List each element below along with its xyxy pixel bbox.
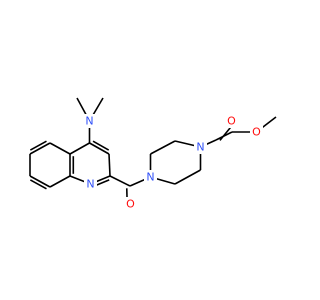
c4a-c5-bond <box>49 142 71 155</box>
atom-o-ketone: O <box>225 114 238 128</box>
c3-c2-bond <box>108 153 111 177</box>
atom-n-dimethylamino: N <box>83 114 96 128</box>
atom-n-piperazine-2: N <box>194 140 207 154</box>
bonds-layer <box>29 97 277 202</box>
c5-c6-bond <box>29 142 51 155</box>
double-c5-c6 <box>29 140 47 151</box>
atom-n-quinoline: N <box>84 177 97 191</box>
c8-c8a-bond <box>49 175 71 188</box>
atom-n-piperazine-1-label: N <box>146 171 154 184</box>
atom-n-dimethylamino-label: N <box>85 115 93 128</box>
atom-n-quinoline-label: N <box>86 178 94 191</box>
atom-o-carbonyl-label: O <box>126 198 135 211</box>
c2-carbonyl-bond <box>109 175 131 187</box>
c7-c8-bond <box>29 175 51 188</box>
molecule-canvas: N N O N N O O <box>29 97 277 211</box>
c4-c3-bond <box>89 142 110 155</box>
atom-n-piperazine-2-label: N <box>196 141 204 154</box>
double-c4-c3 <box>92 140 110 151</box>
atom-n-piperazine-1: N <box>144 170 157 184</box>
molecule-structure-diagram: N N O N N O O <box>29 97 277 211</box>
pip-bond-2 <box>150 140 176 155</box>
atom-o-carbonyl: O <box>124 197 137 211</box>
atom-o-methoxy-label: O <box>252 126 261 139</box>
double-c7-c8 <box>29 179 47 190</box>
pip-bond-5 <box>174 169 201 185</box>
atom-o-ketone-label: O <box>227 115 236 128</box>
atom-labels-layer: N N O N N O O <box>83 114 263 211</box>
atom-o-methoxy: O <box>250 125 263 139</box>
c4a-c4-bond <box>69 142 90 155</box>
